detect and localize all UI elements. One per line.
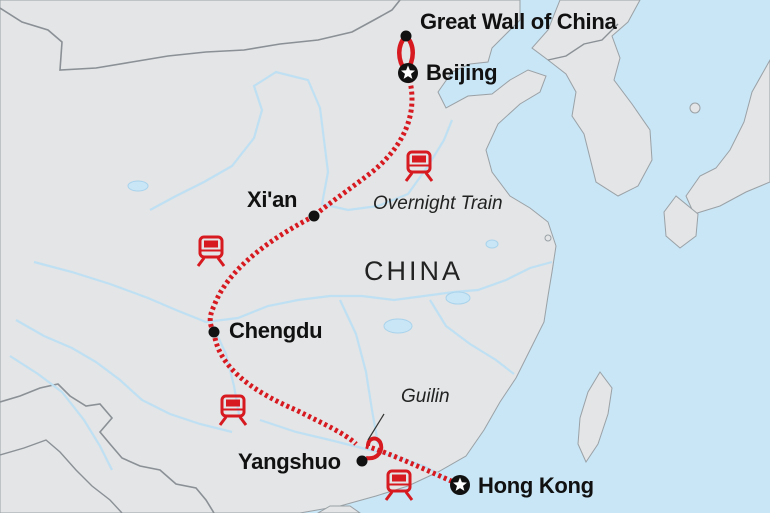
- korea-border: [547, 23, 619, 61]
- northern-border: [0, 0, 401, 71]
- overnight-train-label: Overnight Train: [373, 193, 503, 214]
- yangtze-river: [33, 260, 553, 324]
- rivers: [9, 70, 553, 479]
- beijing-star-icon: [398, 63, 418, 83]
- tributary: [429, 299, 515, 375]
- beijing-label: Beijing: [426, 60, 498, 85]
- route-yangshuo-hongkong: [365, 443, 460, 487]
- korea-peninsula: [531, 0, 653, 197]
- japan-islands: [685, 58, 770, 215]
- hong-kong-label: Hong Kong: [478, 473, 594, 498]
- taiwan-island: [577, 371, 613, 464]
- country-label: CHINA: [364, 256, 464, 286]
- xian-dot: [308, 210, 320, 222]
- route-xian-chengdu: [207, 213, 316, 334]
- kyushu-island: [663, 195, 699, 249]
- chengdu-label: Chengdu: [229, 318, 323, 343]
- chengdu-dot: [208, 326, 220, 338]
- myanmar-border: [0, 439, 123, 513]
- mainland: [0, 0, 557, 513]
- tributary: [339, 299, 380, 445]
- yellow-river: [149, 70, 454, 212]
- route-guilin-loop: [365, 436, 384, 461]
- route-chengdu-yangshuo: [211, 331, 358, 446]
- lake: [485, 239, 499, 249]
- lake: [383, 318, 413, 334]
- yangshuo-dot: [356, 455, 368, 467]
- yangshuo-label: Yangshuo: [238, 449, 341, 474]
- train-icon: [384, 469, 414, 501]
- lake: [445, 291, 471, 305]
- west-river: [15, 319, 233, 434]
- small-island: [544, 234, 552, 242]
- great-wall-label: Great Wall of China: [420, 9, 617, 34]
- train-icon: [404, 150, 434, 182]
- tributary: [9, 355, 113, 471]
- lakes: [127, 180, 499, 334]
- route-beijing-xian: [312, 73, 415, 218]
- great-wall-dot: [400, 30, 412, 42]
- small-island: [689, 102, 701, 114]
- guilin-leader-line: [367, 413, 385, 441]
- train-icon: [218, 394, 248, 426]
- lake: [127, 180, 149, 192]
- train-icon: [196, 235, 226, 267]
- hong-kong-star-icon: [450, 475, 470, 495]
- hainan-island: [317, 505, 361, 513]
- pearl-river: [259, 418, 447, 479]
- xian-label: Xi'an: [247, 187, 298, 212]
- guilin-label: Guilin: [401, 386, 450, 407]
